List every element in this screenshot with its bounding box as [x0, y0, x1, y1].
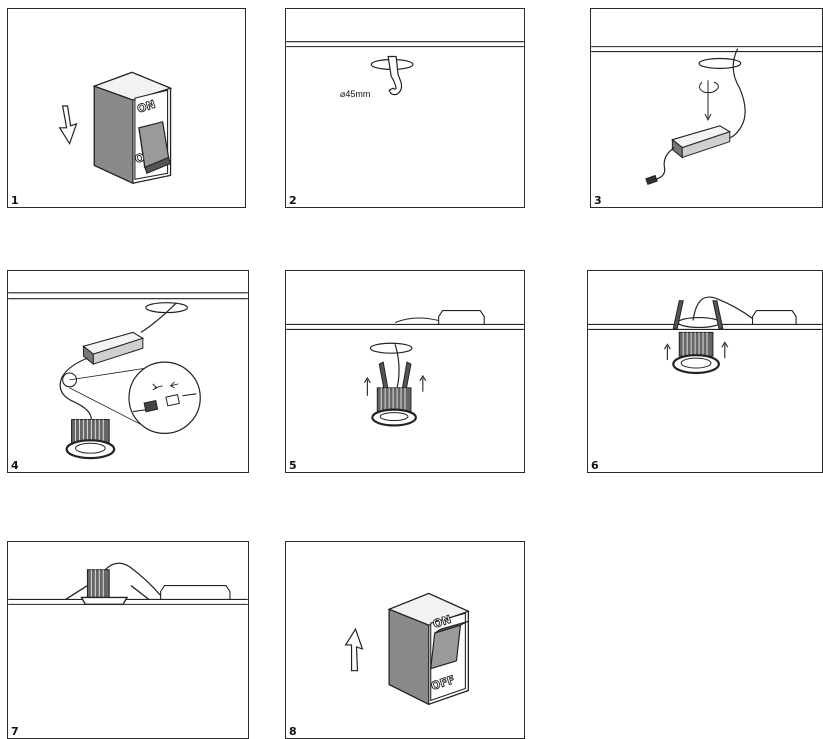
step-number: 7 [11, 725, 19, 738]
step-4-panel: 4 [7, 270, 249, 473]
step-2-panel: ⌀45mm 2 [285, 8, 525, 208]
step-5-panel: 5 [285, 270, 525, 473]
step-3-panel: 3 [590, 8, 823, 208]
connect-driver-illustration [591, 9, 822, 207]
step-8-panel: ON OFF 8 [285, 541, 525, 739]
step-number: 6 [591, 459, 599, 472]
switch-off-illustration [8, 9, 245, 207]
connector-detail-circle [129, 362, 200, 433]
cut-hole-illustration [286, 9, 524, 207]
push-luminaire-illustration [588, 271, 822, 472]
step-number: 1 [11, 194, 19, 207]
step-number: 8 [289, 725, 297, 738]
rotate-arrow-icon [699, 82, 718, 92]
insert-luminaire-illustration [286, 271, 524, 472]
step-number: 2 [289, 194, 297, 207]
step-number: 4 [11, 459, 19, 472]
switch-on-illustration [286, 542, 524, 738]
installed-luminaire-illustration [8, 542, 248, 738]
step-1-panel: ON O 1 [7, 8, 246, 208]
step-number: 5 [289, 459, 297, 472]
down-arrow-icon [60, 106, 77, 144]
hole-diameter-label: ⌀45mm [340, 89, 370, 100]
step-6-panel: 6 [587, 270, 823, 473]
step-7-panel: 7 [7, 541, 249, 739]
connect-luminaire-illustration [8, 271, 248, 472]
step-number: 3 [594, 194, 602, 207]
up-arrow-icon [346, 629, 363, 671]
